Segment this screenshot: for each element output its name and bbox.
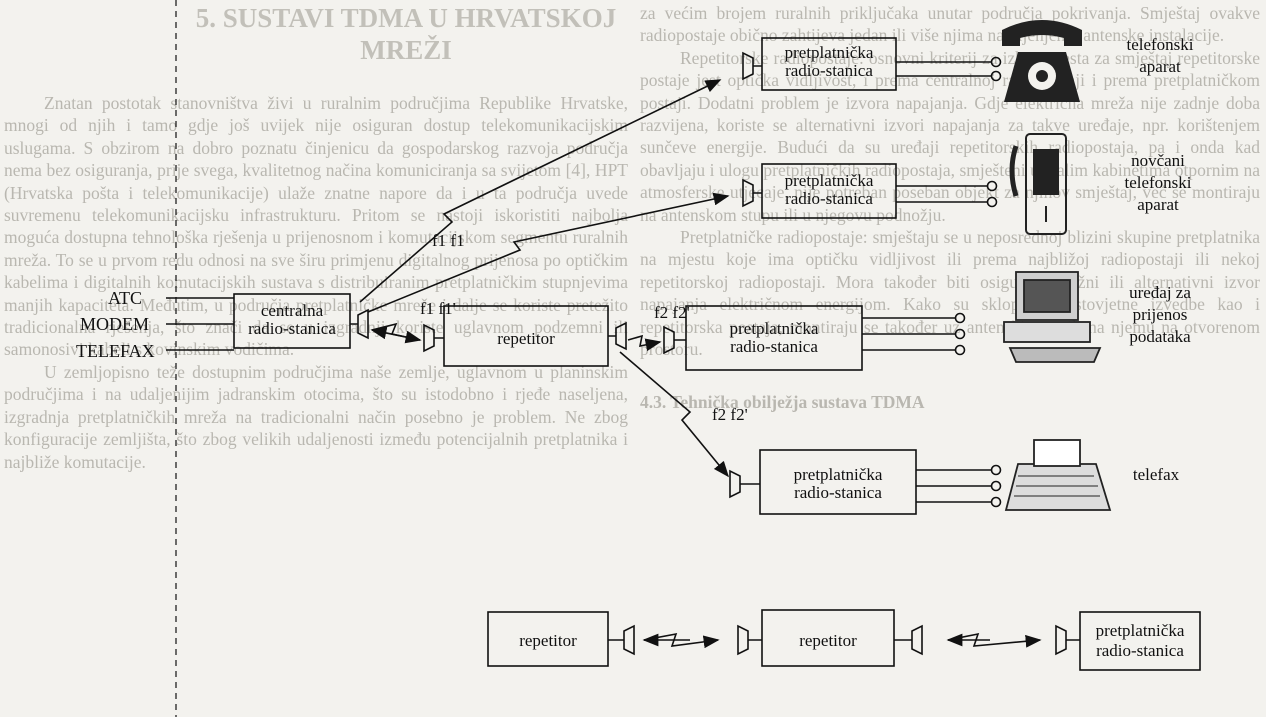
- subscriber-box-1: [761, 37, 897, 91]
- subscriber-1-label-1: pretplatnička: [785, 43, 874, 62]
- frequency-label-f2f2-prime-upper: f2 f2': [654, 303, 690, 322]
- service-label-atc: ATC: [108, 288, 142, 308]
- subscriber-box-4: [759, 449, 917, 515]
- service-label-telefax: TELEFAX: [76, 341, 155, 361]
- frequency-label-f1f1-prime: f1 f1': [420, 299, 456, 318]
- device-label-payphone-1: novčani: [1131, 151, 1185, 170]
- device-label-data-3: podataka: [1129, 327, 1191, 346]
- repeater-label-middle: repetitor: [497, 329, 555, 348]
- subscriber-4-label-1: pretplatnička: [794, 465, 883, 484]
- frequency-label-f2f2-prime-lower: f2 f2': [712, 405, 748, 424]
- device-label-fax: telefax: [1133, 465, 1180, 484]
- background-left-heading: 5. SUSTAVI TDMA U HRVATSKOJ MREŽI: [195, 3, 617, 65]
- payphone-icon: [1009, 133, 1067, 235]
- radio-link-repeater-to-subscriber-3: [627, 334, 662, 352]
- repeater-left-antenna-icon: [423, 323, 444, 353]
- background-left-paragraph: Znatan postotak stanovništva živi u rura…: [4, 93, 628, 360]
- subscriber-box-5: [1079, 611, 1201, 671]
- device-label-data-2: prijenos: [1133, 305, 1188, 324]
- device-label-data-1: uređaj za: [1129, 283, 1191, 302]
- repeater-label-bottom-1: repetitor: [519, 631, 577, 650]
- subscriber-3-label-2: radio-stanica: [730, 337, 818, 356]
- subscriber-1-label-2: radio-stanica: [785, 61, 873, 80]
- repeater-box-bottom-2: [761, 609, 895, 667]
- subscriber-4-antenna-icon: [729, 469, 760, 499]
- background-right-column: za većim brojem ruralnih priključaka unu…: [640, 2, 1260, 413]
- subscriber-box-3: [685, 305, 863, 371]
- device-label-phone-1: telefonski: [1126, 35, 1193, 54]
- radio-link-central-to-subscriber-2: [367, 192, 730, 313]
- background-right-paragraph: Pretplatničke radiopostaje: smještaju se…: [640, 227, 1260, 360]
- central-station-box: [233, 293, 351, 349]
- radio-link-repeater-to-subscriber-4: [619, 351, 730, 478]
- computer-icon: [1003, 271, 1102, 363]
- subscriber-box-2: [761, 163, 897, 219]
- repeater-right-antenna-icon: [608, 321, 627, 351]
- subscriber-2-label-1: pretplatnička: [785, 171, 874, 190]
- subscriber-2-antenna-icon: [742, 178, 762, 208]
- subscriber-2-label-2: radio-stanica: [785, 189, 873, 208]
- subscriber-3-antenna-icon: [663, 325, 686, 355]
- telephone-icon: [1002, 20, 1082, 102]
- subscriber-4-label-2: radio-stanica: [794, 483, 882, 502]
- subscriber-3-label-1: pretplatnička: [730, 319, 819, 338]
- device-label-payphone-3: aparat: [1137, 195, 1179, 214]
- repeater-label-bottom-2: repetitor: [799, 631, 857, 650]
- background-right-paragraph: Repetitorske radiopostaje: osnovni krite…: [640, 47, 1260, 225]
- central-station-label-1: centralna: [261, 301, 324, 320]
- device-label-phone-2: aparat: [1139, 57, 1181, 76]
- subscriber-1-antenna-icon: [742, 51, 762, 81]
- central-station-label-2: radio-stanica: [248, 319, 336, 338]
- fax-icon: [1004, 439, 1112, 511]
- radio-link-central-to-subscriber-1: [359, 79, 722, 303]
- subscriber-5-label-1: pretplatnička: [1096, 621, 1185, 640]
- central-antenna-icon: [350, 308, 369, 340]
- subscriber-5-label-2: radio-stanica: [1096, 641, 1184, 660]
- device-label-payphone-2: telefonski: [1124, 173, 1191, 192]
- background-left-paragraph: U zemljopisno teže dostupnim područjima …: [4, 361, 628, 472]
- service-label-modem: MODEM: [80, 314, 149, 334]
- background-left-column: 5. SUSTAVI TDMA U HRVATSKOJ MREŽI Znatan…: [4, 2, 628, 473]
- background-right-heading: 4.3. Tehnička obilježja sustava TDMA: [640, 391, 925, 412]
- frequency-label-f1f1: f1 f1: [432, 231, 465, 250]
- repeater-box-bottom-1: [487, 611, 609, 667]
